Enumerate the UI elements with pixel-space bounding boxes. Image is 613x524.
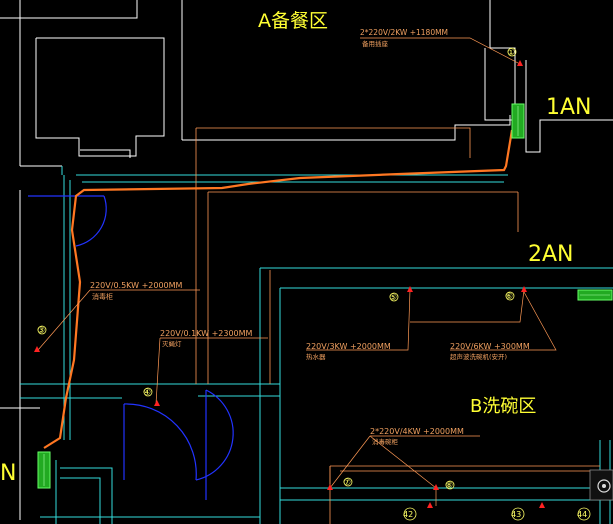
- wire-run: [43, 129, 514, 449]
- socket-m4: [154, 400, 160, 406]
- b5-name: 热水器: [306, 352, 326, 361]
- marker-circles: [37, 47, 591, 521]
- marker-44: 44: [577, 510, 587, 519]
- socket-m6: [521, 286, 527, 292]
- b7-spec: 2*220V/4KW +2000MM: [370, 427, 464, 436]
- b7-name: 消毒碗柜: [372, 437, 399, 446]
- socket-a1: [517, 60, 523, 66]
- socket-42: [427, 502, 433, 508]
- panels: [37, 103, 613, 489]
- disinfect-name: 消毒柜: [92, 292, 113, 301]
- b5-spec: 220V/3KW +2000MM: [306, 342, 391, 351]
- socket-m8: [433, 484, 439, 490]
- zone-b-label: B洗碗区: [470, 396, 536, 417]
- b6-name: 超声波洗碗机(安开): [450, 352, 507, 361]
- sockets: [34, 60, 545, 508]
- marker-6: ⑥: [505, 292, 513, 302]
- socket-m7: [327, 484, 333, 490]
- a1-name: 备用插座: [362, 39, 389, 48]
- edge-label: N: [0, 461, 16, 486]
- a1-spec: 2*220V/2KW +1180MM: [360, 28, 448, 37]
- zone-a-label: A备餐区: [258, 10, 328, 32]
- b6-spec: 220V/6KW +300MM: [450, 342, 530, 351]
- marker-5: ⑤: [389, 293, 397, 303]
- marker-3: ③: [37, 326, 45, 336]
- marker-42: 42: [403, 510, 413, 519]
- doors: [28, 195, 234, 500]
- partitions: [20, 166, 613, 524]
- fly-spec: 220V/0.1KW +2300MM: [160, 329, 253, 338]
- marker-43: 43: [511, 510, 521, 519]
- marker-8: ⑧: [445, 481, 453, 491]
- reference-lines: [195, 127, 600, 524]
- panel-1an-label: 1AN: [546, 95, 592, 120]
- disinfect-spec: 220V/0.5KW +2000MM: [90, 281, 183, 290]
- socket-m3: [34, 346, 40, 352]
- leaders: [37, 37, 557, 506]
- marker-7: ⑦: [343, 478, 351, 488]
- socket-43: [539, 502, 545, 508]
- marker-4: ④: [143, 388, 151, 398]
- panel-2an-label: 2AN: [528, 242, 574, 267]
- fly-name: 灭蝇灯: [162, 339, 182, 348]
- marker-1: ①: [507, 48, 515, 58]
- socket-m5: [407, 286, 413, 292]
- view-gizmo: [589, 469, 613, 501]
